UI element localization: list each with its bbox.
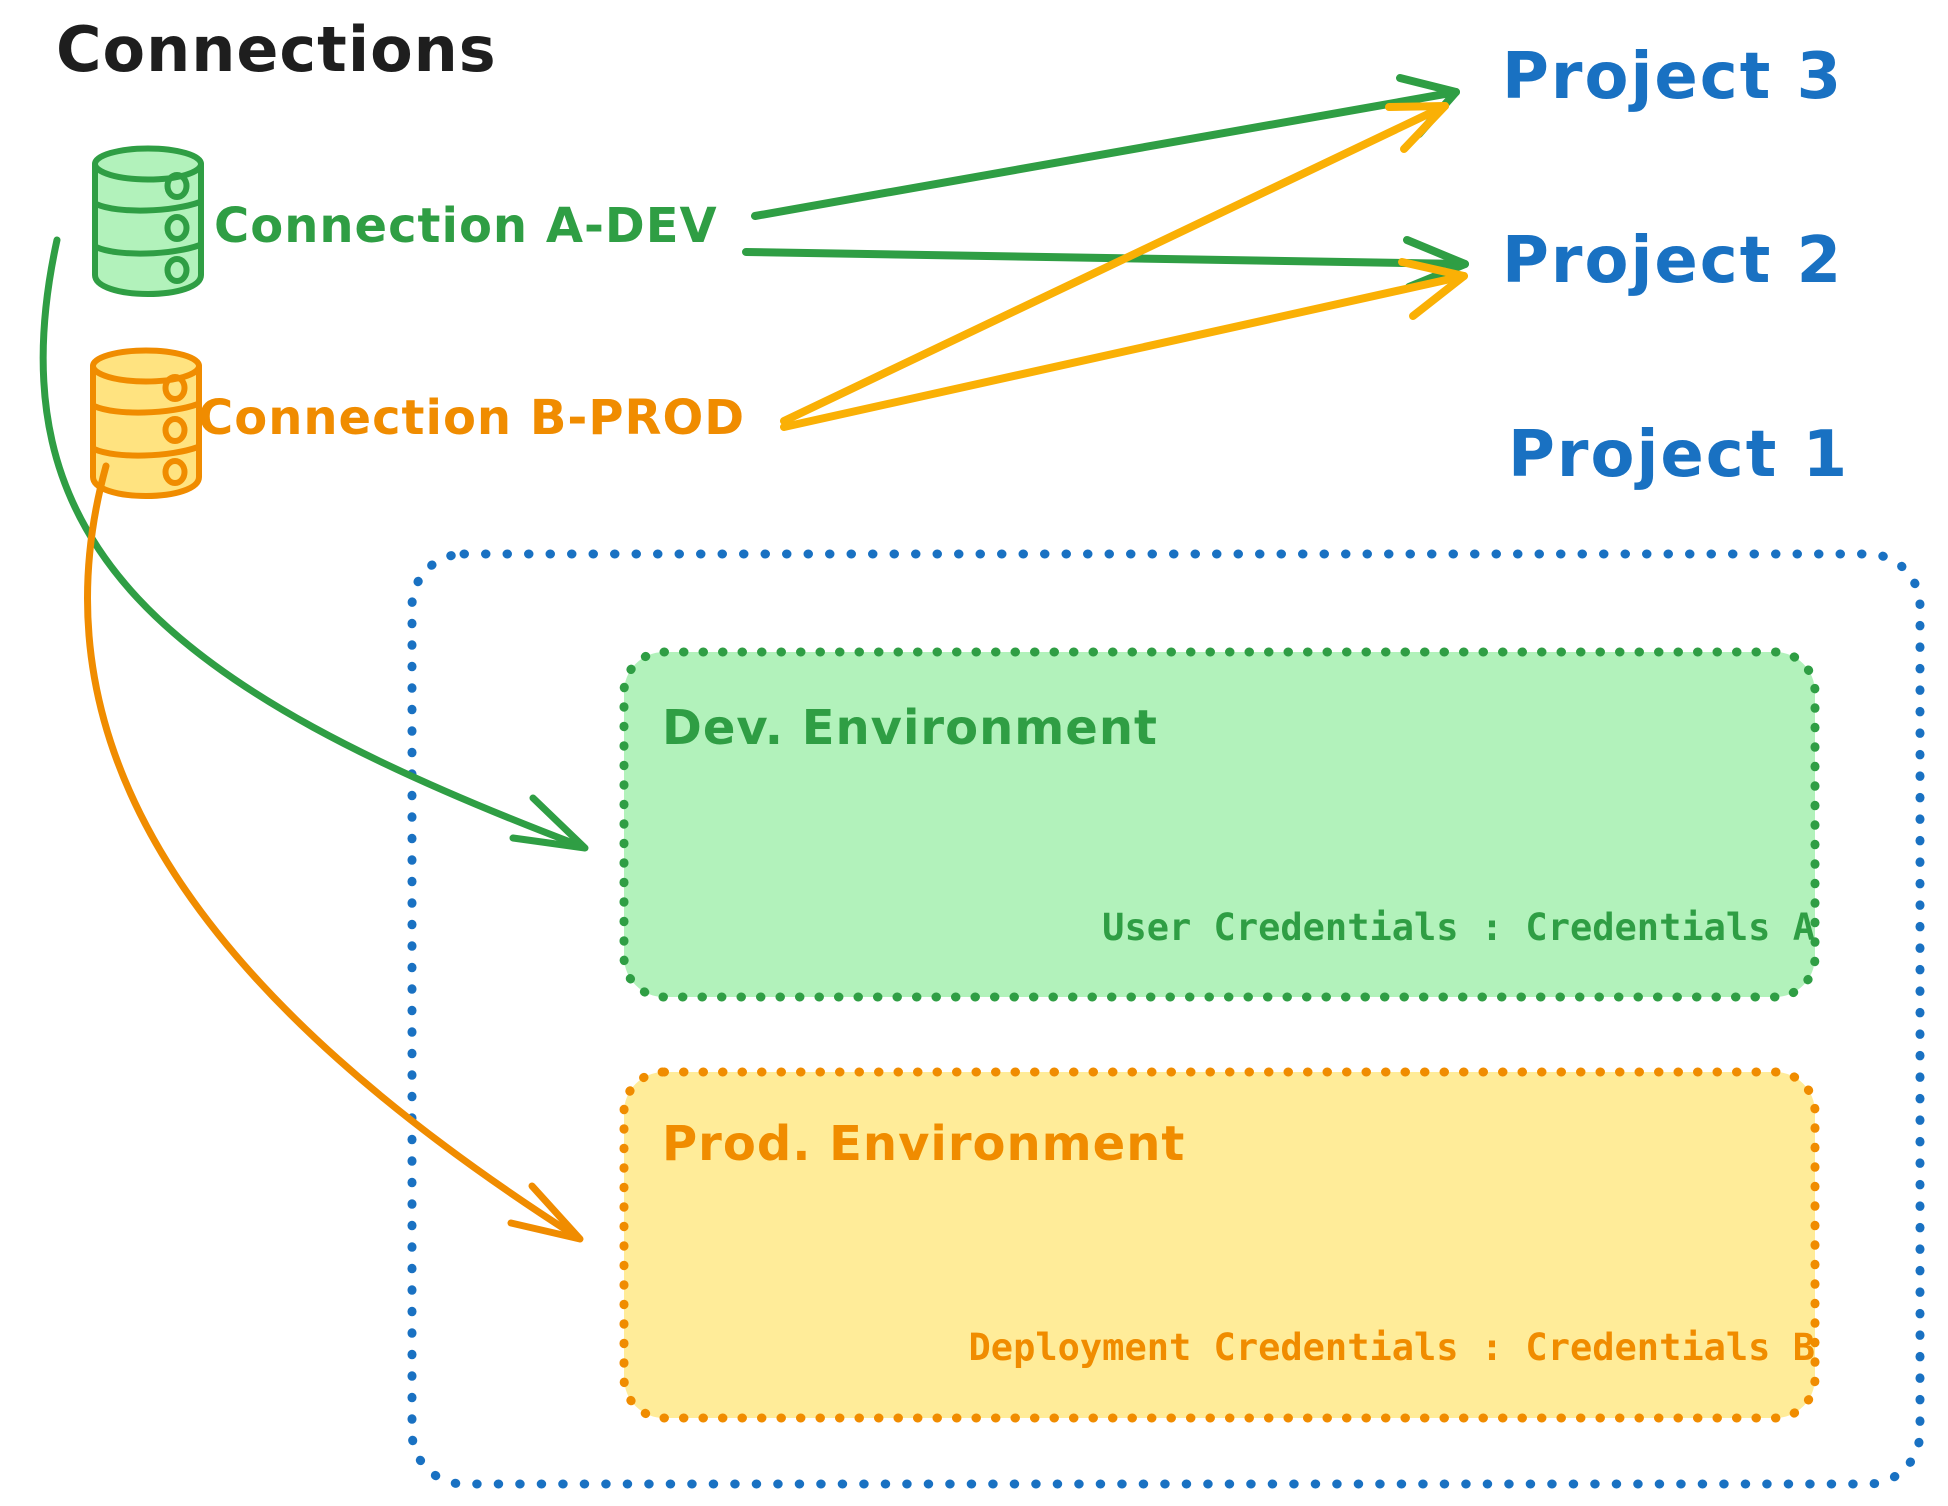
prod-environment-title: Prod. Environment [662,1116,1186,1172]
dev-environment-title: Dev. Environment [662,700,1158,756]
arrow-b-prod-to-project2 [780,258,1468,431]
database-icon-a-dev [95,149,201,295]
dev-environment-box [619,647,1820,1002]
arrow-a-dev-to-project2 [742,236,1469,291]
connection-a-dev-label: Connection A-DEV [214,198,718,254]
project-1-label: Project 1 [1508,418,1850,492]
prod-environment-credentials: Deployment Credentials : Credentials B [968,1326,1815,1369]
arrow-b-prod-to-prod-environment [83,462,584,1243]
project-2-label: Project 2 [1502,224,1844,298]
prod-environment-box [619,1067,1820,1423]
connection-b-prod-label: Connection B-PROD [198,390,746,446]
diagram-title: Connections [56,13,497,86]
project1-container [407,549,1925,1489]
database-icon-b-prod [93,351,199,497]
project-3-label: Project 3 [1502,40,1844,114]
dev-environment-credentials: User Credentials : Credentials A [1102,906,1815,949]
arrow-a-dev-to-dev-environment [39,236,589,852]
arrow-b-prod-to-project3 [780,102,1449,425]
